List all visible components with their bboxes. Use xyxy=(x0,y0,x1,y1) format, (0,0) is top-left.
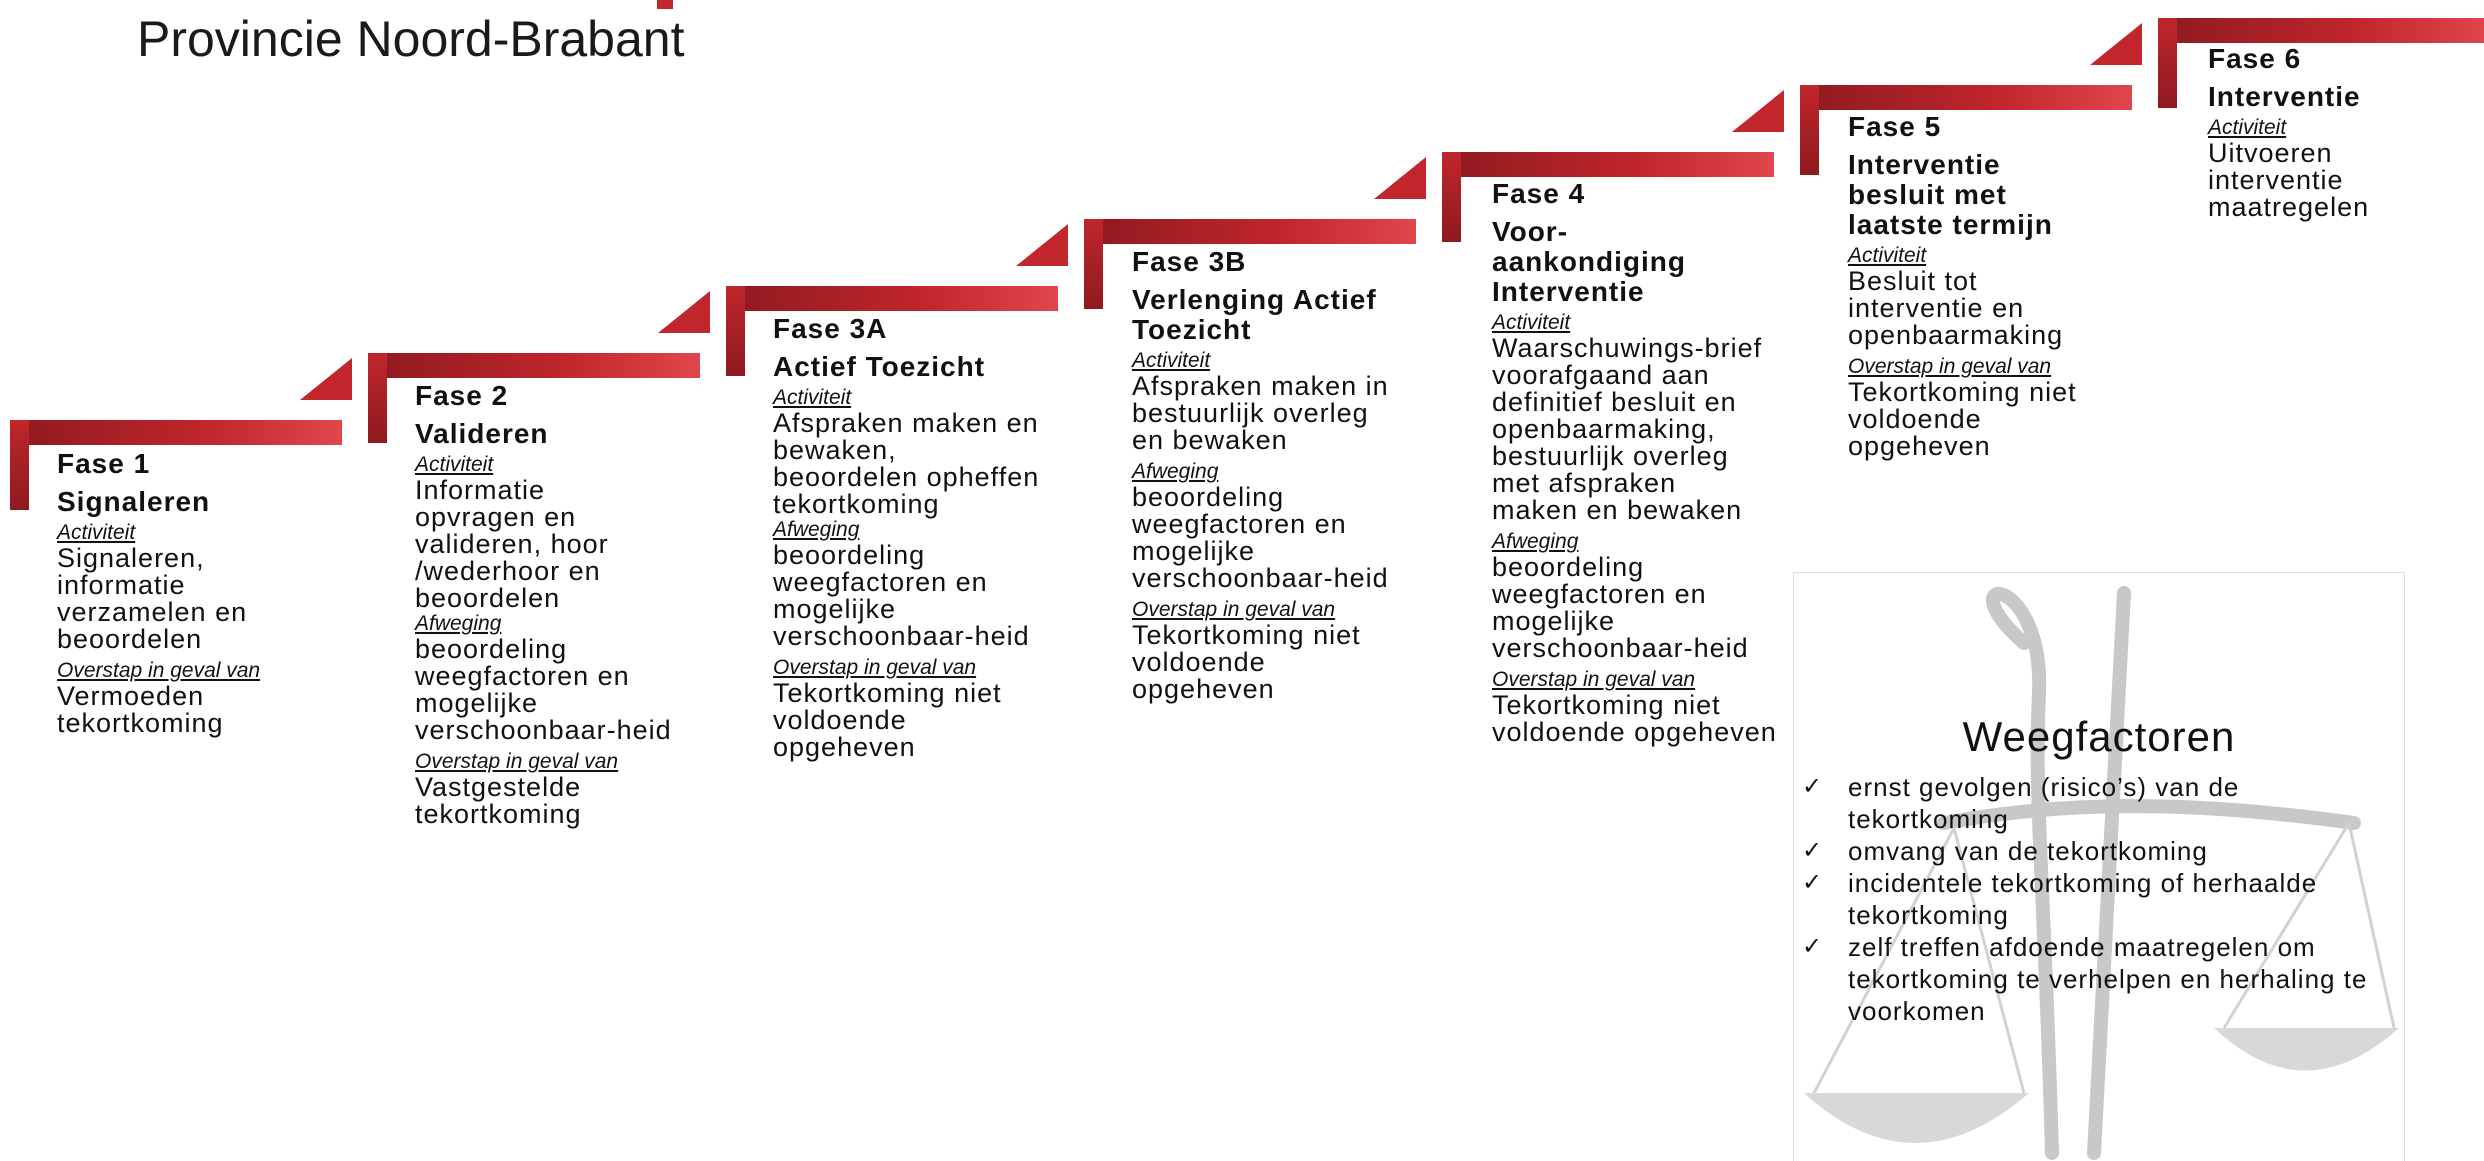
phase-step-bracket xyxy=(1800,23,2142,175)
list-item: ✓ omvang van de tekortkoming xyxy=(1802,835,2402,867)
afweging-label: Afweging xyxy=(1492,530,1579,553)
afweging-label: Afweging xyxy=(415,612,502,635)
phase-step-bracket xyxy=(1084,157,1426,309)
overstap-label: Overstap in geval van xyxy=(773,656,977,679)
activiteit-text: Signaleren, informatie verzamelen en beo… xyxy=(57,543,248,654)
phase-2: Fase 2 Valideren Activiteit Informatie o… xyxy=(415,382,715,828)
activiteit-label: Activiteit xyxy=(1848,244,1927,267)
phase-name: Interventie besluit met laatste termijn xyxy=(1848,149,2053,240)
overstap-label: Overstap in geval van xyxy=(1492,668,1696,691)
activiteit-label: Activiteit xyxy=(1492,311,1571,334)
phase-name: Signaleren xyxy=(57,486,211,517)
afweging-text: beoordeling weegfactoren en mogelijke ve… xyxy=(773,540,1030,651)
header-accent-bar xyxy=(657,0,673,9)
phase-number: Fase 1 xyxy=(57,448,151,479)
step-riser xyxy=(1016,224,1068,266)
phase-name: Voor-aankondiging Interventie xyxy=(1492,216,1686,307)
overstap-text: Vermoeden tekortkoming xyxy=(57,681,224,738)
phase-number: Fase 6 xyxy=(2208,43,2302,74)
phase-step-bracket xyxy=(10,358,352,510)
activiteit-text: Afspraken maken in bestuurlijk overleg e… xyxy=(1132,371,1389,455)
overstap-text: Tekortkoming niet voldoende opgeheven xyxy=(1848,377,2077,461)
phase-step-bracket xyxy=(726,224,1068,376)
phase-3b: Fase 3B Verlenging Actief Toezicht Activ… xyxy=(1132,248,1432,703)
list-item: ✓ zelf treffen afdoende maatregelen om t… xyxy=(1802,931,2402,1027)
afweging-label: Afweging xyxy=(1132,460,1219,483)
list-item-text: incidentele tekortkoming of herhaalde te… xyxy=(1848,868,2318,930)
activiteit-text: Besluit tot interventie en openbaarmakin… xyxy=(1848,266,2064,350)
phase-number: Fase 3A xyxy=(773,313,888,344)
phase-1: Fase 1 Signaleren Activiteit Signaleren,… xyxy=(57,450,357,737)
check-icon: ✓ xyxy=(1802,933,1824,960)
afweging-label: Afweging xyxy=(773,518,860,541)
phase-number: Fase 2 xyxy=(415,380,509,411)
overstap-label: Overstap in geval van xyxy=(57,659,261,682)
step-riser xyxy=(300,358,352,400)
list-item-text: zelf treffen afdoende maatregelen om tek… xyxy=(1848,932,2368,1026)
overstap-label: Overstap in geval van xyxy=(415,750,619,773)
overstap-text: Tekortkoming niet voldoende opgeheven xyxy=(1132,620,1361,704)
phase-number: Fase 3B xyxy=(1132,246,1247,277)
check-icon: ✓ xyxy=(1802,869,1824,896)
activiteit-label: Activiteit xyxy=(57,521,136,544)
scales-of-justice-icon xyxy=(1804,586,2399,1160)
overstap-text: Tekortkoming niet voldoende opgeheven xyxy=(773,678,1002,762)
phase-name: Valideren xyxy=(415,418,549,449)
afweging-text: beoordeling weegfactoren en mogelijke ve… xyxy=(415,634,672,745)
activiteit-text: Uitvoeren interventie maatregelen xyxy=(2208,138,2370,222)
phase-name: Actief Toezicht xyxy=(773,351,986,382)
activiteit-text: Informatie opvragen en valideren, hoor /… xyxy=(415,475,609,613)
weegfactoren-title: Weegfactoren xyxy=(1962,713,2236,760)
phase-step-bracket xyxy=(368,291,710,443)
step-riser xyxy=(2090,23,2142,65)
list-item-text: ernst gevolgen (risico’s) van de tekortk… xyxy=(1848,772,2240,834)
page-title: Provincie Noord-Brabant xyxy=(137,11,685,67)
weegfactoren-list: ✓ ernst gevolgen (risico’s) van de tekor… xyxy=(1802,771,2402,1027)
overstap-label: Overstap in geval van xyxy=(1132,598,1336,621)
phase-6: Fase 6 Interventie Activiteit Uitvoeren … xyxy=(2208,45,2468,221)
list-item-text: omvang van de tekortkoming xyxy=(1848,836,2208,866)
phase-step-bracket xyxy=(2158,18,2484,108)
check-icon: ✓ xyxy=(1802,837,1824,864)
activiteit-text: Afspraken maken en bewaken, beoordelen o… xyxy=(773,408,1040,519)
list-item: ✓ ernst gevolgen (risico’s) van de tekor… xyxy=(1802,771,2402,835)
step-riser xyxy=(1374,157,1426,199)
step-riser xyxy=(1732,90,1784,132)
activiteit-label: Activiteit xyxy=(415,453,494,476)
activiteit-label: Activiteit xyxy=(2208,116,2287,139)
phase-name: Verlenging Actief Toezicht xyxy=(1132,284,1377,345)
overstap-text: Tekortkoming niet voldoende opgeheven xyxy=(1492,690,1777,747)
activiteit-text: Waarschuwings-brief voorafgaand aan defi… xyxy=(1492,333,1763,525)
list-item: ✓ incidentele tekortkoming of herhaalde … xyxy=(1802,867,2402,931)
phase-number: Fase 4 xyxy=(1492,178,1586,209)
overstap-text: Vastgestelde tekortkoming xyxy=(415,772,582,829)
phase-name: Interventie xyxy=(2208,81,2361,112)
weegfactoren-panel: Weegfactoren ✓ ernst gevolgen (risico’s)… xyxy=(1793,572,2405,1161)
activiteit-label: Activiteit xyxy=(1132,349,1211,372)
phase-5: Fase 5 Interventie besluit met laatste t… xyxy=(1848,113,2148,460)
check-icon: ✓ xyxy=(1802,773,1824,800)
phase-4: Fase 4 Voor-aankondiging Interventie Act… xyxy=(1492,180,1792,746)
afweging-text: beoordeling weegfactoren en mogelijke ve… xyxy=(1492,552,1749,663)
phase-step-bracket xyxy=(1442,90,1784,242)
overstap-label: Overstap in geval van xyxy=(1848,355,2052,378)
afweging-text: beoordeling weegfactoren en mogelijke ve… xyxy=(1132,482,1389,593)
step-riser xyxy=(658,291,710,333)
activiteit-label: Activiteit xyxy=(773,386,852,409)
phase-3a: Fase 3A Actief Toezicht Activiteit Afspr… xyxy=(773,315,1073,761)
phase-number: Fase 5 xyxy=(1848,111,1942,142)
